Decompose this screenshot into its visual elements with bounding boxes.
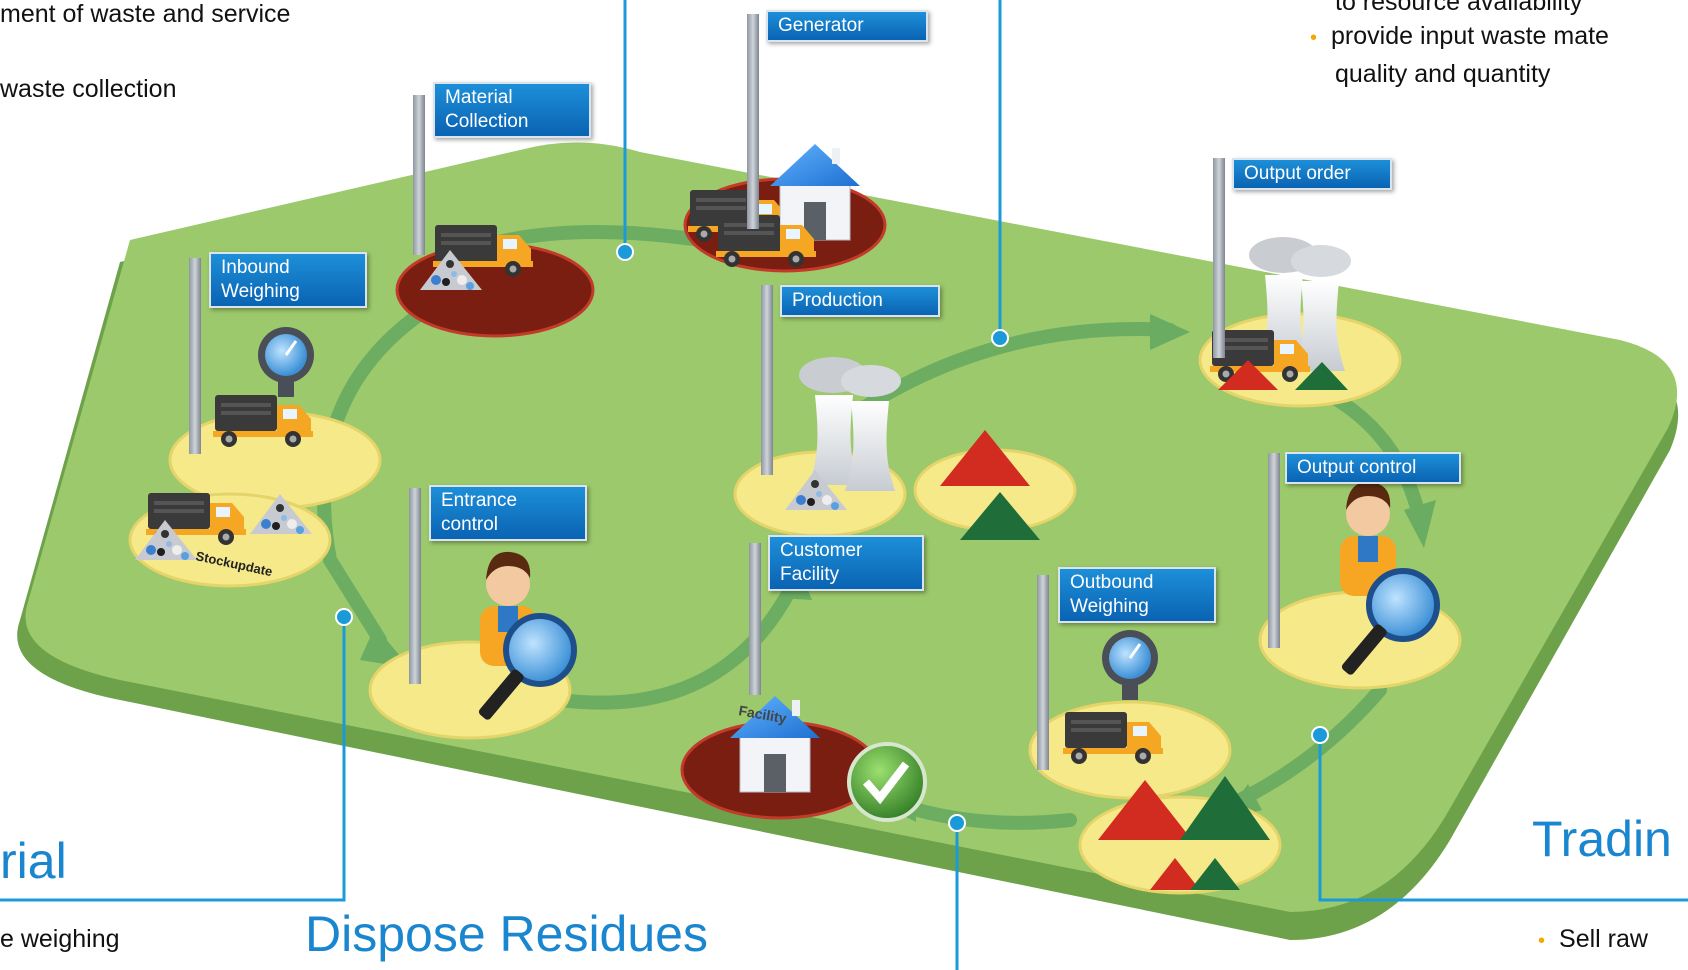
text-top-left-2: waste collection [0, 75, 177, 103]
label-material-collection: Material Collection [433, 82, 591, 138]
text-bottom-right-content: Sell raw [1559, 925, 1648, 953]
label-output-order: Output order [1232, 158, 1392, 190]
pole-generator [747, 14, 759, 229]
section-title-right: Tradin [1532, 811, 1672, 867]
text-top-left-1: ment of waste and service [0, 0, 291, 28]
bullet-icon: • [1538, 930, 1546, 952]
label-customer-facility: Customer Facility [768, 535, 924, 591]
section-title-left: rial [0, 833, 67, 889]
pole-inbound-weighing [189, 258, 201, 454]
text-top-right-2-content: provide input waste mate [1331, 22, 1609, 50]
pole-material-collection [413, 95, 425, 255]
pole-customer-facility [749, 543, 761, 695]
pole-output-order [1213, 158, 1225, 358]
text-bottom-left: e weighing [0, 925, 120, 953]
label-production: Production [780, 285, 940, 317]
label-inbound-weighing: Inbound Weighing [209, 252, 367, 308]
text-top-right-2: • provide input waste mate [1310, 22, 1609, 51]
bullet-icon: • [1310, 27, 1318, 49]
pole-outbound-weighing [1037, 575, 1049, 770]
text-bottom-right: • Sell raw [1538, 925, 1648, 954]
pole-production [761, 285, 773, 475]
label-outbound-weighing: Outbound Weighing [1058, 567, 1216, 623]
text-top-right-3: quality and quantity [1335, 60, 1551, 88]
pole-output-control [1268, 453, 1280, 648]
text-top-right-1: to resource availability [1335, 0, 1583, 16]
pole-entrance-control [409, 488, 421, 684]
callout-dots [335, 243, 1329, 832]
label-entrance-control: Entrance control [429, 485, 587, 541]
label-output-control: Output control [1285, 452, 1461, 484]
section-title-center: Dispose Residues [305, 906, 708, 962]
label-generator: Generator [766, 10, 928, 42]
